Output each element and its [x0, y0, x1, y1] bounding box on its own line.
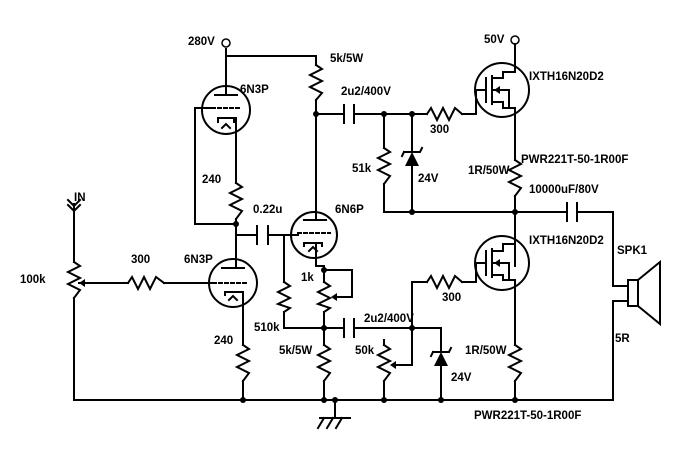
label-sense-lower: 1R/50W	[465, 345, 507, 357]
mosfet-lower	[474, 235, 530, 291]
resistor-bias-pot	[375, 343, 393, 383]
resistor-volume	[65, 260, 83, 300]
label-speaker-impedance: 5R	[615, 333, 630, 345]
label-sense-upper: 1R/50W	[468, 165, 510, 177]
label-mosfet-lower: IXTH16N20D2	[529, 235, 604, 247]
label-volume: 100k	[20, 274, 46, 286]
label-tube-v1: 6N3P	[240, 84, 269, 96]
tube-v2	[208, 258, 258, 308]
resistor-cathode-load	[315, 343, 333, 383]
junction-dot	[409, 325, 415, 331]
label-gate-upper: 300	[430, 124, 449, 136]
junction-dot	[512, 397, 518, 403]
capacitor-coupling	[256, 225, 269, 245]
label-cap-output: 10000uF/80V	[529, 184, 599, 196]
label-zener-upper: 24V	[418, 173, 439, 185]
label-tube-v3: 6N6P	[335, 204, 364, 216]
labels: 280V 50V 5k/5W 6N3P 2u2/400V IXTH16N20D2…	[20, 34, 648, 422]
pot-wipers	[78, 279, 396, 369]
zener-lower	[429, 346, 453, 366]
junction-dot	[409, 209, 415, 215]
label-280v: 280V	[188, 36, 215, 48]
label-input: IN	[74, 192, 86, 204]
label-speaker: SPK1	[617, 245, 648, 257]
mosfet-upper	[474, 62, 530, 118]
resistors	[65, 63, 524, 383]
label-cap-gate-upper: 2u2/400V	[341, 86, 391, 98]
capacitor-output	[566, 202, 578, 222]
label-cathode-load: 5k/5W	[279, 345, 312, 357]
junction-dot	[233, 221, 239, 227]
label-sense-lower-part: PWR221T-50-1R00F	[474, 410, 581, 422]
junction-dot	[438, 397, 444, 403]
label-grid-leak: 510k	[254, 322, 280, 334]
label-upper-cathode: 240	[202, 174, 221, 186]
junction-dot	[321, 397, 327, 403]
capacitor-gate-lower	[343, 318, 355, 338]
label-tube-v2: 6N3P	[184, 254, 213, 266]
ground-icon	[316, 416, 351, 430]
capacitors	[256, 104, 578, 338]
resistor-gate-upper	[425, 105, 464, 123]
resistor-grid-stopper	[126, 274, 166, 292]
resistor-sense-lower	[506, 343, 524, 383]
label-50v: 50V	[484, 34, 505, 46]
tube-v1	[201, 85, 251, 135]
speaker-icon	[627, 259, 661, 327]
label-sense-upper-part: PWR221T-50-1R00F	[521, 154, 628, 166]
junction-dot	[321, 267, 327, 273]
resistor-trim	[315, 280, 333, 314]
junction-dot	[240, 397, 246, 403]
zener-upper	[400, 146, 424, 166]
tube-v3	[290, 211, 338, 259]
resistor-gate-lower	[425, 273, 464, 291]
label-cap-gate-lower: 2u2/400V	[364, 313, 414, 325]
junction-dot	[313, 111, 319, 117]
resistor-bias-upper	[375, 146, 393, 186]
resistor-lower-cathode	[234, 343, 252, 383]
junction-dot	[512, 209, 518, 215]
supply-280v-terminal	[221, 38, 231, 48]
junction-dots	[233, 111, 518, 403]
label-plate-load: 5k/5W	[330, 53, 363, 65]
label-bias-pot: 50k	[355, 345, 375, 357]
label-mosfet-upper: IXTH16N20D2	[529, 71, 604, 83]
capacitor-gate-upper	[343, 104, 355, 124]
resistor-upper-cathode	[227, 181, 245, 221]
resistor-plate-load	[307, 63, 325, 102]
junction-dot	[409, 111, 415, 117]
junction-dot	[381, 397, 387, 403]
label-zener-lower: 24V	[451, 372, 472, 384]
junction-dot	[381, 111, 387, 117]
label-cap-coupling: 0.22u	[253, 204, 282, 216]
supply-50v-terminal	[510, 35, 520, 45]
junction-dot	[332, 397, 338, 403]
label-gate-lower: 300	[442, 292, 461, 304]
supply-terminals	[221, 35, 520, 48]
label-lower-cathode: 240	[214, 335, 233, 347]
input-arrow-icon	[66, 198, 82, 217]
label-trim: 1k	[301, 272, 314, 284]
label-bias-upper: 51k	[352, 163, 372, 175]
resistor-sense-upper	[506, 158, 524, 198]
label-grid-stopper: 300	[131, 254, 150, 266]
junction-dot	[321, 325, 327, 331]
wires	[73, 43, 629, 419]
resistor-grid-leak	[275, 280, 293, 314]
